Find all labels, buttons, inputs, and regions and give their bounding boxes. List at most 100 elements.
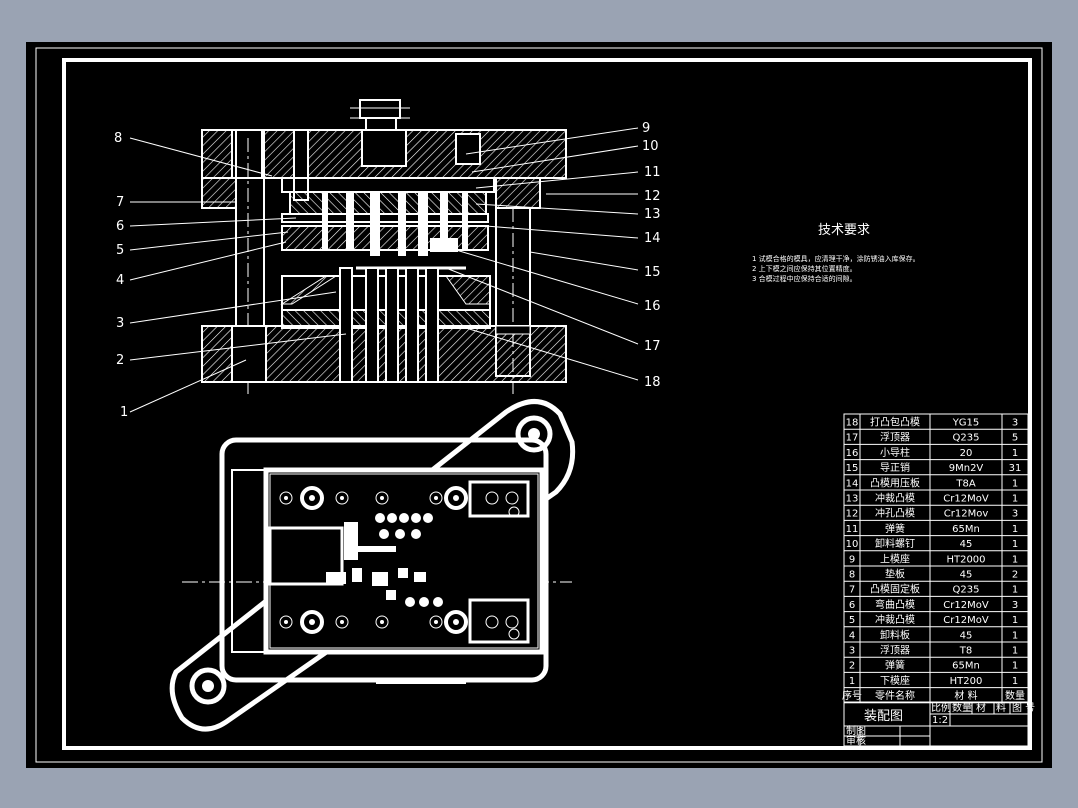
callout-3: 3 (116, 316, 124, 331)
callout-18: 18 (644, 375, 661, 390)
cell-name: 打凸包凸模 (870, 416, 920, 429)
cell-no: 5 (849, 615, 855, 626)
plan-view (169, 399, 576, 732)
cell-material: 45 (960, 539, 973, 550)
cell-material: Q235 (953, 585, 980, 596)
cell-no: 9 (849, 554, 855, 565)
cell-name: 卸料螺钉 (875, 537, 915, 550)
cell-qty: 数量 (1005, 689, 1025, 702)
cell-qty: 1 (1012, 661, 1018, 672)
outer-frame (35, 47, 1043, 763)
cell-name: 弹簧 (885, 522, 905, 535)
cell-material: 65Mn (952, 524, 980, 535)
cell-material: Cr12Mov (944, 509, 989, 520)
tech-line-3: 3 合模过程中应保持合适的间隙。 (752, 274, 857, 283)
cell-name: 卸料板 (880, 628, 910, 641)
tech-line-2: 2 上下模之间应保持其位置精度。 (752, 264, 857, 273)
cell-material: YG15 (952, 418, 980, 429)
cell-qty: 1 (1012, 524, 1018, 535)
callout-5: 5 (116, 243, 124, 258)
tb-cell-mat-label-2: 料 (996, 701, 1006, 714)
cell-qty: 2 (1012, 570, 1018, 581)
tb-scale-value: 1:2 (932, 715, 948, 726)
cell-name: 上模座 (880, 552, 910, 565)
cell-name: 下模座 (880, 674, 910, 687)
tb-cell-drawing-no: 图 号 (1012, 702, 1035, 714)
tb-check-label: 审核 (846, 734, 866, 747)
tech-line-1: 1 试模合格的模具，应清理干净，涂防锈油入库保存。 (752, 254, 920, 263)
cell-qty: 1 (1012, 478, 1018, 489)
cell-material: 65Mn (952, 661, 980, 672)
cell-material: 9Mn2V (949, 463, 984, 474)
leader-lines (129, 127, 639, 413)
cell-name: 浮顶器 (880, 432, 910, 444)
title-block: 装配图 比例 数量 材 料 图 号 1:2 制图 审核 (843, 701, 1035, 747)
cell-qty: 31 (1009, 463, 1022, 474)
cell-material: Q235 (953, 433, 980, 444)
tb-cell-mat-label-1: 材 (976, 701, 986, 714)
cell-qty: 1 (1012, 585, 1018, 596)
tb-design-label: 制图 (846, 724, 866, 737)
cell-name: 浮顶器 (880, 645, 910, 657)
cell-no: 16 (846, 448, 859, 459)
cell-material: HT200 (950, 676, 983, 687)
cell-no: 2 (849, 661, 855, 672)
cell-no: 10 (846, 539, 859, 550)
cell-qty: 1 (1012, 448, 1018, 459)
cell-no: 6 (849, 600, 855, 611)
die-seat-outline (169, 399, 576, 732)
cell-no: 18 (846, 418, 859, 429)
callout-13: 13 (644, 207, 661, 222)
tech-title: 技术要求 (818, 223, 870, 238)
cell-name: 冲裁凸模 (875, 492, 915, 505)
cell-no: 1 (849, 676, 855, 687)
cell-qty: 1 (1012, 539, 1018, 550)
callout-1: 1 (120, 405, 128, 420)
callout-14: 14 (644, 231, 661, 246)
callout-8: 8 (114, 131, 122, 146)
callout-9: 9 (642, 121, 650, 136)
cell-no: 14 (846, 478, 859, 489)
cell-name: 弯曲凸模 (875, 598, 915, 611)
cell-material: T8A (955, 478, 975, 489)
cell-no: 11 (846, 524, 859, 535)
cell-name: 冲孔凸模 (875, 507, 915, 520)
callout-7: 7 (116, 195, 124, 210)
cell-material: Cr12MoV (943, 600, 989, 611)
cell-material: Cr12MoV (943, 494, 989, 505)
table-border (843, 413, 1029, 704)
cell-no: 序号 (842, 689, 862, 702)
cell-material: 45 (960, 570, 973, 581)
cell-name: 凸模用压板 (870, 476, 920, 489)
cell-material: Cr12MoV (943, 615, 989, 626)
cell-qty: 1 (1012, 630, 1018, 641)
cell-name: 弹簧 (885, 659, 905, 672)
tb-cell-qty-label: 数量 (952, 701, 972, 714)
callout-17: 17 (644, 339, 661, 354)
callout-4: 4 (116, 273, 124, 288)
cell-qty: 1 (1012, 554, 1018, 565)
cell-no: 17 (846, 433, 859, 444)
cell-name: 零件名称 (875, 689, 915, 702)
front-section-view (201, 99, 567, 394)
cell-no: 13 (846, 494, 859, 505)
cell-qty: 3 (1012, 509, 1018, 520)
hole-pattern (279, 486, 520, 640)
cell-qty: 1 (1012, 494, 1018, 505)
drawing-name: 装配图 (864, 709, 903, 724)
cell-no: 7 (849, 585, 855, 596)
cell-qty: 5 (1012, 433, 1018, 444)
assembly-drawing: 技术要求 1 试模合格的模具，应清理干净，涂防锈油入库保存。 2 上下模之间应保… (35, 47, 1043, 763)
cell-no: 8 (849, 570, 855, 581)
cell-material: T8 (959, 646, 972, 657)
cell-no: 12 (846, 509, 859, 520)
tb-cell-scale-label: 比例 (931, 701, 951, 714)
cell-name: 凸模固定板 (870, 583, 920, 596)
cell-name: 导正销 (880, 461, 910, 474)
cell-material: 材 料 (954, 689, 977, 702)
cell-material: 20 (960, 448, 973, 459)
cell-no: 15 (846, 463, 859, 474)
cell-qty: 1 (1012, 676, 1018, 687)
cell-no: 4 (849, 630, 855, 641)
